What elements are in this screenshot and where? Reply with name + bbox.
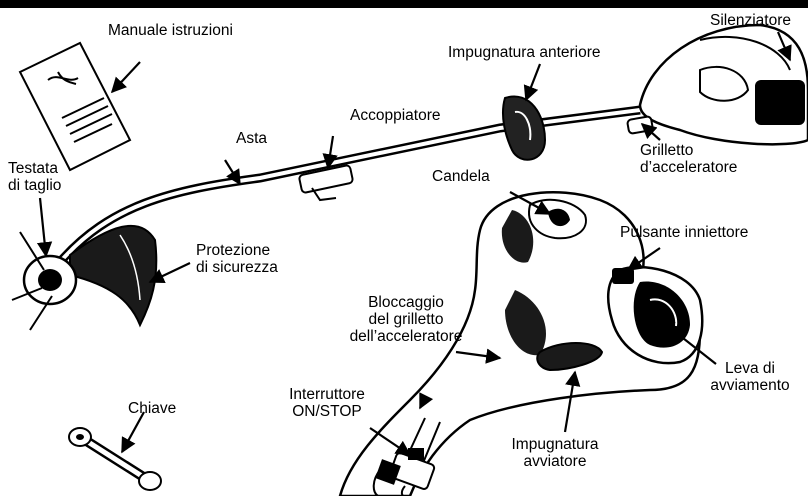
label-testata-line-1: Testata [8, 160, 61, 177]
label-grilletto: Grilletto d’acceleratore [640, 142, 737, 176]
top-border [0, 0, 808, 8]
label-bloccaggio-line-2: del grilletto [330, 311, 482, 328]
arrow-manuale [112, 62, 140, 92]
label-impugnatura-avviatore: Impugnatura avviatore [490, 436, 620, 470]
label-protezione: Protezione di sicurezza [196, 242, 278, 276]
label-accoppiatore: Accoppiatore [350, 107, 440, 124]
label-bloccaggio: Bloccaggio del grilletto dell’accelerato… [330, 294, 482, 345]
label-pulsante-iniettore: Pulsante inniettore [620, 224, 748, 241]
arrow-testata [40, 198, 46, 256]
label-leva: Leva di avviamento [700, 360, 800, 394]
label-candela: Candela [432, 168, 490, 185]
label-impugnatura-anteriore: Impugnatura anteriore [448, 44, 601, 61]
label-silenziatore: Silenziatore [710, 12, 791, 29]
label-grilletto-line-1: Grilletto [640, 142, 737, 159]
label-grilletto-line-2: d’acceleratore [640, 159, 737, 176]
arrow-chiave [122, 412, 144, 452]
wrench-illustration [69, 428, 161, 490]
label-leva-line-1: Leva di [700, 360, 800, 377]
manual-illustration [20, 43, 130, 170]
label-chiave: Chiave [128, 400, 176, 417]
label-bloccaggio-line-1: Bloccaggio [330, 294, 482, 311]
label-bloccaggio-line-3: dell’acceleratore [330, 328, 482, 345]
label-interruttore-line-1: Interruttore [268, 386, 386, 403]
label-impugnatura-avviatore-line-2: avviatore [490, 453, 620, 470]
label-interruttore-line-2: ON/STOP [268, 403, 386, 420]
upper-engine-illustration [627, 25, 808, 144]
label-protezione-line-1: Protezione [196, 242, 278, 259]
label-impugnatura-avviatore-line-1: Impugnatura [490, 436, 620, 453]
front-handle-illustration [503, 96, 545, 159]
label-protezione-line-2: di sicurezza [196, 259, 278, 276]
arrow-impugnatura-anteriore [526, 64, 540, 100]
label-manuale: Manuale istruzioni [108, 22, 233, 39]
label-leva-line-2: avviamento [700, 377, 800, 394]
label-testata: Testata di taglio [8, 160, 61, 194]
label-interruttore: Interruttore ON/STOP [268, 386, 386, 420]
label-testata-line-2: di taglio [8, 177, 61, 194]
label-asta: Asta [236, 130, 267, 147]
